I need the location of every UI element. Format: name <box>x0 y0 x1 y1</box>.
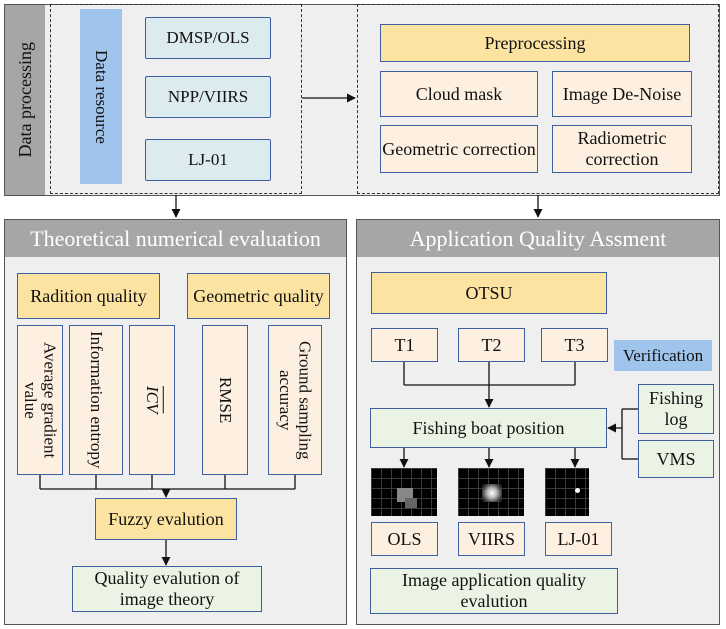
threshold-t2-label: T2 <box>481 334 502 355</box>
fuzzy-evaluation-box: Fuzzy evalution <box>95 498 237 540</box>
lj01-thumbnail-image <box>545 468 589 516</box>
sensor-lj01-box: LJ-01 <box>545 522 612 556</box>
source-dmsp-ols-label: DMSP/OLS <box>166 28 250 48</box>
geometric-correction-box: Geometric correction <box>380 125 538 173</box>
radiation-quality-box: Radition quality <box>17 273 160 319</box>
application-quality-result-box: Image application quality evalution <box>370 568 618 614</box>
fishing-boat-position-label: Fishing boat position <box>412 417 565 438</box>
threshold-t2-box: T2 <box>458 328 525 362</box>
metric-rmse: RMSE <box>202 325 248 475</box>
data-resource-group <box>50 4 302 194</box>
theory-quality-result-box: Quality evalution of image theory <box>72 566 262 612</box>
data-resource-label: Data resource <box>91 49 111 144</box>
application-header: Application Quality Assment <box>357 220 719 257</box>
vms-label: VMS <box>656 448 696 469</box>
metric-average-gradient-label: Average gradient value <box>21 341 60 459</box>
cloud-mask-box: Cloud mask <box>380 71 538 117</box>
ols-thumbnail-image <box>371 468 437 516</box>
radiometric-correction-box: Radiometric correction <box>552 125 692 173</box>
metric-information-entropy: Information entropy <box>69 325 123 475</box>
otsu-box: OTSU <box>371 272 607 314</box>
fishing-boat-position-box: Fishing boat position <box>370 408 607 448</box>
source-lj-01: LJ-01 <box>145 139 271 181</box>
geometric-quality-label: Geometric quality <box>193 285 324 306</box>
source-lj-01-label: LJ-01 <box>188 150 228 170</box>
sensor-viirs-box: VIIRS <box>458 522 525 556</box>
source-npp-viirs: NPP/VIIRS <box>145 76 271 118</box>
sensor-viirs-label: VIIRS <box>467 528 515 549</box>
theoretical-header: Theoretical numerical evaluation <box>5 220 346 257</box>
fishing-log-label: Fishing log <box>648 388 704 429</box>
metric-information-entropy-label: Information entropy <box>86 331 106 469</box>
image-denoise-label: Image De-Noise <box>562 83 682 104</box>
image-denoise-box: Image De-Noise <box>552 71 692 117</box>
sensor-ols-box: OLS <box>371 522 438 556</box>
radiation-quality-label: Radition quality <box>30 285 147 306</box>
metric-rmse-label: RMSE <box>215 376 235 424</box>
preprocessing-title: Preprocessing <box>484 32 586 53</box>
preprocessing-box: Preprocessing <box>380 24 690 62</box>
geometric-correction-label: Geometric correction <box>382 138 536 159</box>
vms-box: VMS <box>638 440 714 478</box>
sensor-ols-label: OLS <box>387 528 422 549</box>
theory-quality-result-label: Quality evalution of image theory <box>94 568 240 609</box>
viirs-thumbnail-image <box>458 468 524 516</box>
application-quality-result-label: Image application quality evalution <box>402 570 586 611</box>
geometric-quality-box: Geometric quality <box>187 273 330 319</box>
data-processing-side-label-bg: Data processing <box>5 5 45 195</box>
preprocessing-group <box>357 4 719 194</box>
threshold-t3-label: T3 <box>564 334 585 355</box>
otsu-label: OTSU <box>465 282 513 303</box>
radiometric-correction-label: Radiometric correction <box>577 128 667 169</box>
fuzzy-evaluation-label: Fuzzy evalution <box>108 508 224 529</box>
fishing-log-box: Fishing log <box>638 384 714 434</box>
verification-box: Verification <box>614 340 712 371</box>
sensor-lj01-label: LJ-01 <box>557 528 600 549</box>
cloud-mask-label: Cloud mask <box>415 83 503 104</box>
metric-ground-sampling: Ground sampling accuracy <box>268 325 322 475</box>
threshold-t3-box: T3 <box>541 328 608 362</box>
metric-ground-sampling-label: Ground sampling accuracy <box>276 340 315 460</box>
metric-icv-label: ICV <box>142 386 162 414</box>
metric-average-gradient: Average gradient value <box>17 325 63 475</box>
metric-icv: ICV <box>129 325 175 475</box>
verification-label: Verification <box>622 345 704 365</box>
source-dmsp-ols: DMSP/OLS <box>145 17 271 59</box>
data-resource-label-box: Data resource <box>80 9 122 184</box>
threshold-t1-box: T1 <box>371 328 438 362</box>
source-npp-viirs-label: NPP/VIIRS <box>167 87 249 107</box>
threshold-t1-label: T1 <box>394 334 415 355</box>
